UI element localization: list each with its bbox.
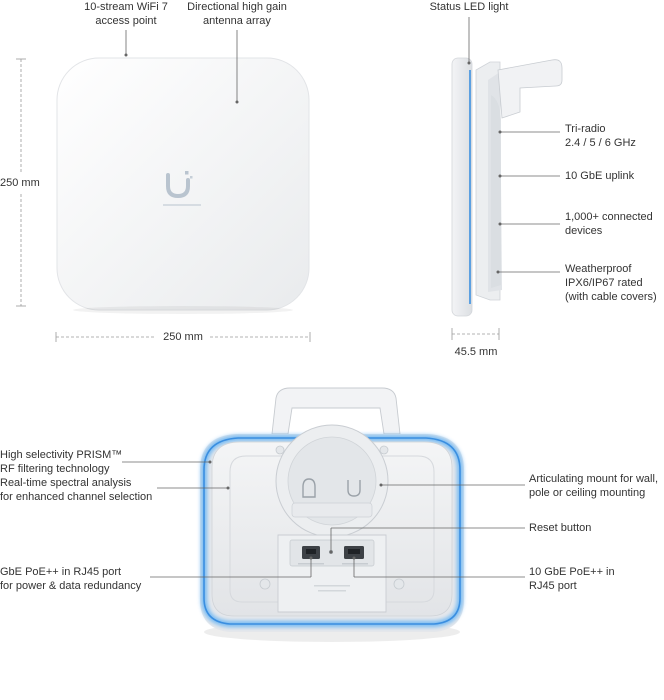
label-line: Directional high gain: [187, 1, 287, 13]
label-prism-filtering: High selectivity PRISM™ RF filtering tec…: [0, 448, 122, 476]
label-connected-devices: 1,000+ connected devices: [565, 210, 653, 238]
label-line: Articulating mount for wall,: [529, 473, 658, 485]
label-line: access point: [95, 15, 157, 27]
label-line: Real-time spectral analysis: [0, 477, 132, 489]
label-line: 1,000+ connected: [565, 211, 653, 223]
label-spectral-analysis: Real-time spectral analysis for enhanced…: [0, 476, 152, 504]
label-wifi7-access-point: 10-stream WiFi 7 access point: [66, 0, 186, 28]
label-line: Weatherproof: [565, 263, 632, 275]
label-weatherproof: Weatherproof IPX6/IP67 rated (with cable…: [565, 262, 657, 304]
ubiquiti-logo: [163, 171, 201, 206]
label-uplink: 10 GbE uplink: [565, 170, 635, 182]
label-line: RF filtering technology: [0, 463, 110, 475]
label-line: devices: [565, 225, 603, 237]
label-line: 2.4 / 5 / 6 GHz: [565, 137, 636, 149]
label-reset-button: Reset button: [529, 522, 592, 534]
label-line: (with cable covers): [565, 291, 657, 303]
label-line: 10 GbE PoE++ in: [529, 566, 615, 578]
label-10gbe-poe-port: 10 GbE PoE++ in RJ45 port: [529, 565, 615, 593]
label-tri-radio: Tri-radio 2.4 / 5 / 6 GHz: [565, 122, 636, 150]
label-status-led: Status LED light: [429, 1, 509, 13]
label-width-dimension: 250 mm: [163, 331, 203, 343]
label-line: Tri-radio: [565, 123, 606, 135]
label-line: GbE PoE++ in RJ45 port: [0, 566, 122, 578]
label-antenna-array: Directional high gain antenna array: [172, 0, 302, 28]
front-view: [56, 57, 310, 314]
label-height-dimension: 250 mm: [0, 177, 40, 189]
side-view: [451, 57, 563, 317]
label-line: IPX6/IP67 rated: [565, 277, 643, 289]
label-line: 10-stream WiFi 7: [84, 1, 168, 13]
label-line: antenna array: [203, 15, 271, 27]
label-gbe-poe-port: GbE PoE++ in RJ45 port for power & data …: [0, 565, 141, 593]
back-view: [200, 387, 464, 642]
label-depth-dimension: 45.5 mm: [454, 346, 498, 358]
label-line: RJ45 port: [529, 580, 577, 592]
label-articulating-mount: Articulating mount for wall, pole or cei…: [529, 472, 658, 500]
label-line: pole or ceiling mounting: [529, 487, 646, 499]
label-line: for power & data redundancy: [0, 580, 142, 592]
label-line: for enhanced channel selection: [0, 491, 153, 503]
label-line: High selectivity PRISM™: [0, 449, 123, 461]
